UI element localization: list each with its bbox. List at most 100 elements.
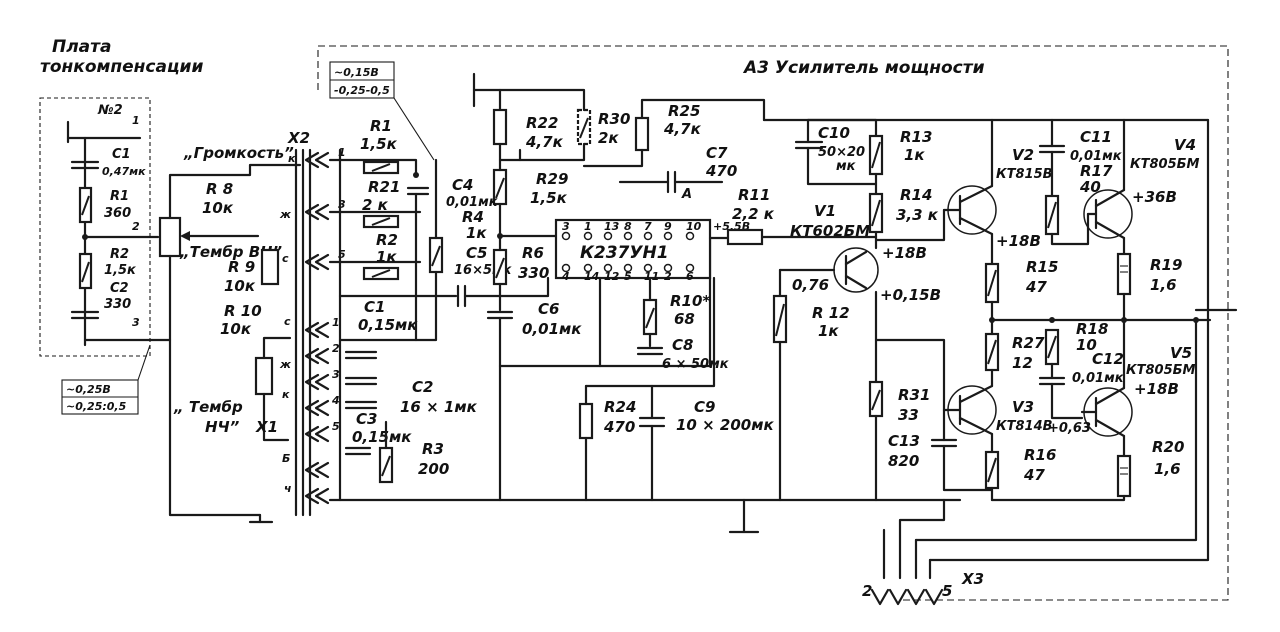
v3-base-wire bbox=[874, 338, 946, 412]
x1-pin-label-2: 2 bbox=[332, 342, 340, 355]
r-vert-bottom bbox=[414, 270, 438, 342]
board-pin2: 2 bbox=[132, 220, 140, 233]
ic-top-pin-8 bbox=[623, 231, 633, 241]
bass-label-line1: „ Тембр bbox=[173, 398, 243, 416]
x3-pin-left: 2 bbox=[862, 582, 872, 600]
c13-name: C13 bbox=[888, 432, 920, 450]
ic-bottom-pin-label-12: 12 bbox=[604, 270, 620, 283]
r14-to-v2 bbox=[874, 208, 946, 242]
in-wire-1 bbox=[328, 158, 418, 177]
amplifier-title: А3 Усилитель мощности bbox=[742, 58, 985, 78]
x2-contact-1 bbox=[304, 151, 320, 169]
v1-emitter bbox=[844, 274, 868, 290]
board-c2-value: 330 bbox=[104, 297, 131, 312]
x1-contact-4 bbox=[304, 399, 320, 417]
v5-emitter bbox=[1094, 418, 1126, 438]
treble-pot-body bbox=[260, 248, 280, 286]
c12-name: C12 bbox=[1092, 350, 1124, 368]
ic-bottom-pin-11 bbox=[643, 263, 653, 273]
node-mid-2 bbox=[1049, 317, 1055, 323]
r14-value: 3,3 к bbox=[896, 206, 939, 224]
r12-name: R 12 bbox=[812, 304, 850, 322]
v3-name: V3 bbox=[1012, 398, 1034, 416]
ic-name: К237УН1 bbox=[580, 243, 669, 263]
top-ground-wire bbox=[472, 88, 502, 112]
ic-top-pin-label-1: 1 bbox=[584, 220, 592, 233]
c1-name: C1 bbox=[364, 298, 385, 316]
treble-r-name: R 9 bbox=[228, 258, 255, 276]
board-number: №2 bbox=[97, 103, 123, 118]
bass-r-value: 10к bbox=[220, 320, 252, 338]
conn-letter-0: к bbox=[288, 152, 296, 165]
treble-r-value: 10к bbox=[224, 277, 256, 295]
v4-emitter bbox=[1094, 220, 1126, 240]
x1-contact-3-mate bbox=[314, 373, 330, 391]
board-r2-hatch bbox=[81, 261, 90, 283]
c8-value: 6 × 50мк bbox=[662, 357, 730, 372]
r21-value: 2 к bbox=[362, 196, 389, 214]
r2-name: R2 bbox=[376, 231, 398, 249]
feed-after-cap bbox=[463, 276, 550, 298]
r-top-left-lead bbox=[498, 142, 522, 162]
board-r1-value: 360 bbox=[104, 206, 131, 221]
x1-contact-1 bbox=[304, 321, 320, 339]
ic-bottom-pin-label-5: 5 bbox=[624, 270, 632, 283]
r22-top-wire bbox=[498, 88, 586, 112]
c3-value: 0,15мк bbox=[352, 428, 412, 446]
board-meter-line1: ~0,25В bbox=[66, 383, 111, 396]
ic-top-pin-10 bbox=[685, 231, 695, 241]
r31-value: 33 bbox=[898, 406, 919, 424]
r16-name: R16 bbox=[1024, 446, 1056, 464]
input-network: R1 1,5к R21 2 к R2 1к C1 0,15мк C2 16 × … bbox=[328, 117, 962, 502]
r4-name: R4 bbox=[462, 208, 484, 226]
r1-hatch bbox=[371, 163, 391, 172]
meter-top-line1: ~0,15В bbox=[334, 66, 379, 79]
conn-letter-4: ж bbox=[279, 358, 292, 371]
board-meter-pointer bbox=[137, 344, 151, 381]
c13-value: 820 bbox=[888, 452, 919, 470]
c10-unit: мк bbox=[836, 159, 857, 174]
x3-contacts bbox=[870, 588, 944, 606]
board-r1-name: R1 bbox=[110, 189, 129, 204]
x2-pin-label-1: 1 bbox=[338, 146, 346, 159]
ic-bottom-pin-label-2: 2 bbox=[664, 270, 672, 283]
board-outline bbox=[39, 97, 151, 357]
v5-type: КТ805БМ bbox=[1126, 363, 1196, 378]
v5-volt: +18В bbox=[1134, 380, 1179, 398]
r11-body bbox=[726, 228, 764, 246]
x1-lower-contact-2 bbox=[304, 487, 320, 505]
conn-letter-7: ч bbox=[284, 482, 292, 495]
x3-pin-right: 5 bbox=[942, 582, 952, 600]
volt-015: +0,15В bbox=[880, 286, 941, 304]
r10-hatch bbox=[645, 307, 655, 329]
r18-hatch bbox=[1047, 335, 1057, 359]
treble-label: „Тембр ВЧ” bbox=[179, 243, 282, 261]
r16-value: 47 bbox=[1023, 466, 1045, 484]
c12-bottom bbox=[1050, 382, 1084, 420]
x2-contacts: 135 bbox=[304, 146, 346, 271]
r24-top-wire bbox=[584, 276, 716, 388]
c11-name: C11 bbox=[1080, 128, 1112, 146]
r19-value: 1,6 bbox=[1150, 276, 1177, 294]
bass-bottom-wire bbox=[262, 392, 290, 442]
v5-collector bbox=[1094, 386, 1126, 406]
r22-value: 4,7к bbox=[525, 133, 564, 151]
r13-value: 1к bbox=[904, 146, 925, 164]
v1-type: КТ602БМ bbox=[790, 222, 870, 240]
x1-pin-label-4: 4 bbox=[331, 394, 340, 407]
ic-bottom-pin-12 bbox=[603, 263, 613, 273]
output-section: C10 50×20 мк R13 1к R14 3,3 к V2 КТ815В … bbox=[762, 118, 1238, 580]
board-pin1: 1 bbox=[132, 114, 140, 127]
board-r2-name: R2 bbox=[110, 247, 129, 262]
volume-bottom-wire bbox=[168, 254, 262, 517]
x1-pin-label-5: 5 bbox=[332, 420, 340, 433]
c11-value: 0,01мк bbox=[1070, 149, 1123, 164]
x2-contact-1-mate bbox=[314, 151, 330, 169]
r30-bottom-wire bbox=[582, 148, 644, 168]
x1-lower-contact-1 bbox=[304, 461, 320, 479]
r3-name: R3 bbox=[422, 440, 444, 458]
v3-collector bbox=[958, 416, 994, 436]
r6-name: R6 bbox=[522, 244, 544, 262]
